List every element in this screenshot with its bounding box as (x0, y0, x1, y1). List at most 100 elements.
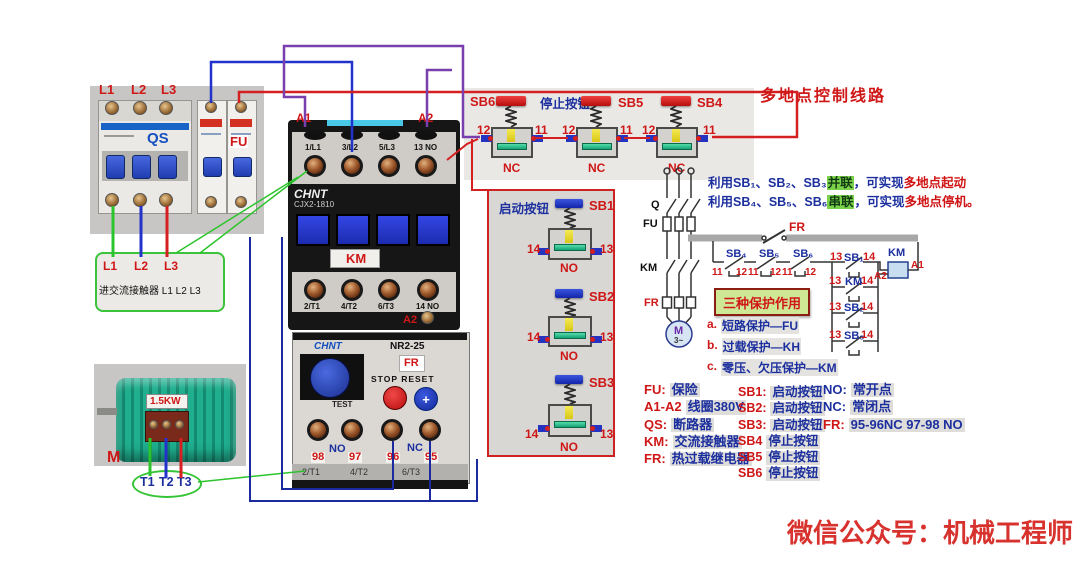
relay-top-strip (293, 333, 467, 340)
spring-icon (564, 208, 576, 228)
legend-row: NC:常闭点 (823, 399, 965, 415)
qs-terminal-screw (105, 193, 119, 207)
stop-button-cap-sb4[interactable] (661, 96, 691, 106)
relay-adjust-dial[interactable] (310, 358, 350, 398)
rung-contact-name: KM (845, 276, 863, 288)
legend-value: 常闭点 (850, 399, 894, 415)
protection-box: 三种保护作用 (714, 288, 810, 316)
stop-button-cap-sb6[interactable] (496, 96, 526, 106)
legend-key: QS: (644, 416, 668, 432)
box-l3-label: L3 (164, 259, 179, 273)
stop-button-terminal (696, 135, 708, 142)
qs-blue-stripe (101, 123, 189, 130)
relay-terminal-97 (341, 419, 363, 441)
contactor-slot (341, 130, 363, 140)
schematic-km-label: KM (640, 262, 658, 274)
legend-value: 停止按钮 (766, 433, 821, 449)
rung-contact-name: SB₁ (844, 252, 864, 264)
legend-row: SB2:启动按钮 (738, 401, 825, 416)
fu-label: FU (229, 134, 249, 149)
legend-key: SB5 (738, 450, 763, 464)
legend-value: 停止按钮 (766, 466, 821, 481)
relay-bottom-terminal-label: 4/T2 (350, 467, 369, 477)
relay-bottom-terminal-label: 6/T3 (402, 467, 421, 477)
qs-toggle-2[interactable] (132, 155, 151, 179)
relay-stop-button[interactable] (383, 386, 407, 410)
stop-button-contact-bar (662, 143, 692, 150)
rung-terminal: 14 (861, 301, 874, 313)
contactor-terminal-3l2 (341, 155, 363, 177)
protection-title: 三种保护作用 (722, 295, 801, 311)
spring-icon (564, 384, 576, 404)
note-pre: 利用SB₄、SB₅、SB₆ (708, 195, 828, 209)
series-terminal: 12 (805, 267, 817, 278)
motor-power-plate (146, 394, 188, 409)
series-terminal: 12 (770, 267, 782, 278)
legend-key: FR: (823, 416, 845, 432)
contactor-terminal-label: 3/L2 (342, 143, 359, 152)
protection-item-text: 过载保护—KH (721, 338, 802, 355)
rung-terminal: 13 (830, 251, 843, 263)
fu-toggle-1[interactable] (203, 157, 222, 177)
stop-button-terminal (616, 135, 628, 142)
qs-terminal-screw (133, 101, 147, 115)
qs-toggle-3[interactable] (158, 155, 177, 179)
legend-column-3: NO:常开点 NC:常闭点 FR:95-96NC 97-98 NO (823, 382, 965, 435)
note-mid: ，可实现 (853, 176, 904, 190)
contactor-contact-window (416, 214, 450, 246)
relay-nc-label: NC (407, 442, 423, 454)
rung-terminal: 14 (861, 329, 874, 341)
contactor-a2-bottom-label: A2 (403, 314, 418, 326)
start-terminal-number: 13 (600, 330, 614, 344)
relay-reset-button[interactable]: + (414, 387, 438, 411)
contactor-terminal-6t3 (378, 279, 400, 301)
start-contact-type: NO (560, 349, 578, 363)
legend-value: 启动按钮 (770, 417, 825, 433)
schematic-fr-contact-label: FR (789, 220, 805, 234)
relay-base (292, 480, 468, 489)
relay-terminal-98 (307, 419, 329, 441)
stop-button-cap-sb5[interactable] (581, 96, 611, 106)
note-highlight: 串联 (827, 195, 855, 209)
fu-marking-line (201, 133, 221, 135)
legend-value: 断路器 (671, 416, 715, 432)
start-button-cap-sb1[interactable] (555, 199, 583, 208)
contactor-brand: CHNT (294, 187, 328, 201)
legend-value: 交流接触器 (672, 433, 742, 450)
fu-toggle-2[interactable] (233, 157, 252, 177)
legend-key: SB6 (738, 466, 763, 481)
contactor-terminal-label: 2/T1 (304, 302, 321, 311)
stop-contact-type: NC (668, 161, 686, 175)
stop-button-name: SB5 (618, 95, 644, 110)
contactor-terminal-5l3 (378, 155, 400, 177)
contactor-slot (415, 130, 437, 140)
contactor-terminal-1l1 (304, 155, 326, 177)
legend-value: 停止按钮 (766, 450, 821, 465)
qs-label: QS (147, 130, 169, 147)
stop-button-plunger (592, 129, 600, 142)
protection-item-text: 短路保护—FU (721, 317, 800, 334)
qs-toggle-1[interactable] (106, 155, 125, 179)
spring-icon (590, 106, 602, 127)
contactor-terminal-label: 1/L1 (305, 143, 322, 152)
stop-terminal-number: 12 (562, 123, 576, 137)
start-button-cap-sb2[interactable] (555, 289, 583, 298)
start-button-cap-sb3[interactable] (555, 375, 583, 384)
stop-button-name: SB6 (470, 94, 496, 109)
stop-button-plunger (507, 129, 515, 142)
coil-a1-label: A1 (911, 260, 924, 271)
start-button-plunger (565, 406, 573, 419)
qs-terminal-screw (159, 101, 173, 115)
fu-terminal-screw (205, 196, 217, 208)
rung-terminal: 13 (829, 301, 842, 313)
box-l1-label: L1 (103, 259, 118, 273)
relay-test-label: TEST (332, 400, 353, 409)
legend-row: QS:断路器 (644, 416, 752, 432)
legend-key: SB2: (738, 401, 767, 416)
qs-terminal-screw (159, 193, 173, 207)
legend-value: 95-96NC 97-98 NO (848, 416, 965, 432)
protection-item-text: 零压、欠压保护—KM (721, 359, 838, 376)
